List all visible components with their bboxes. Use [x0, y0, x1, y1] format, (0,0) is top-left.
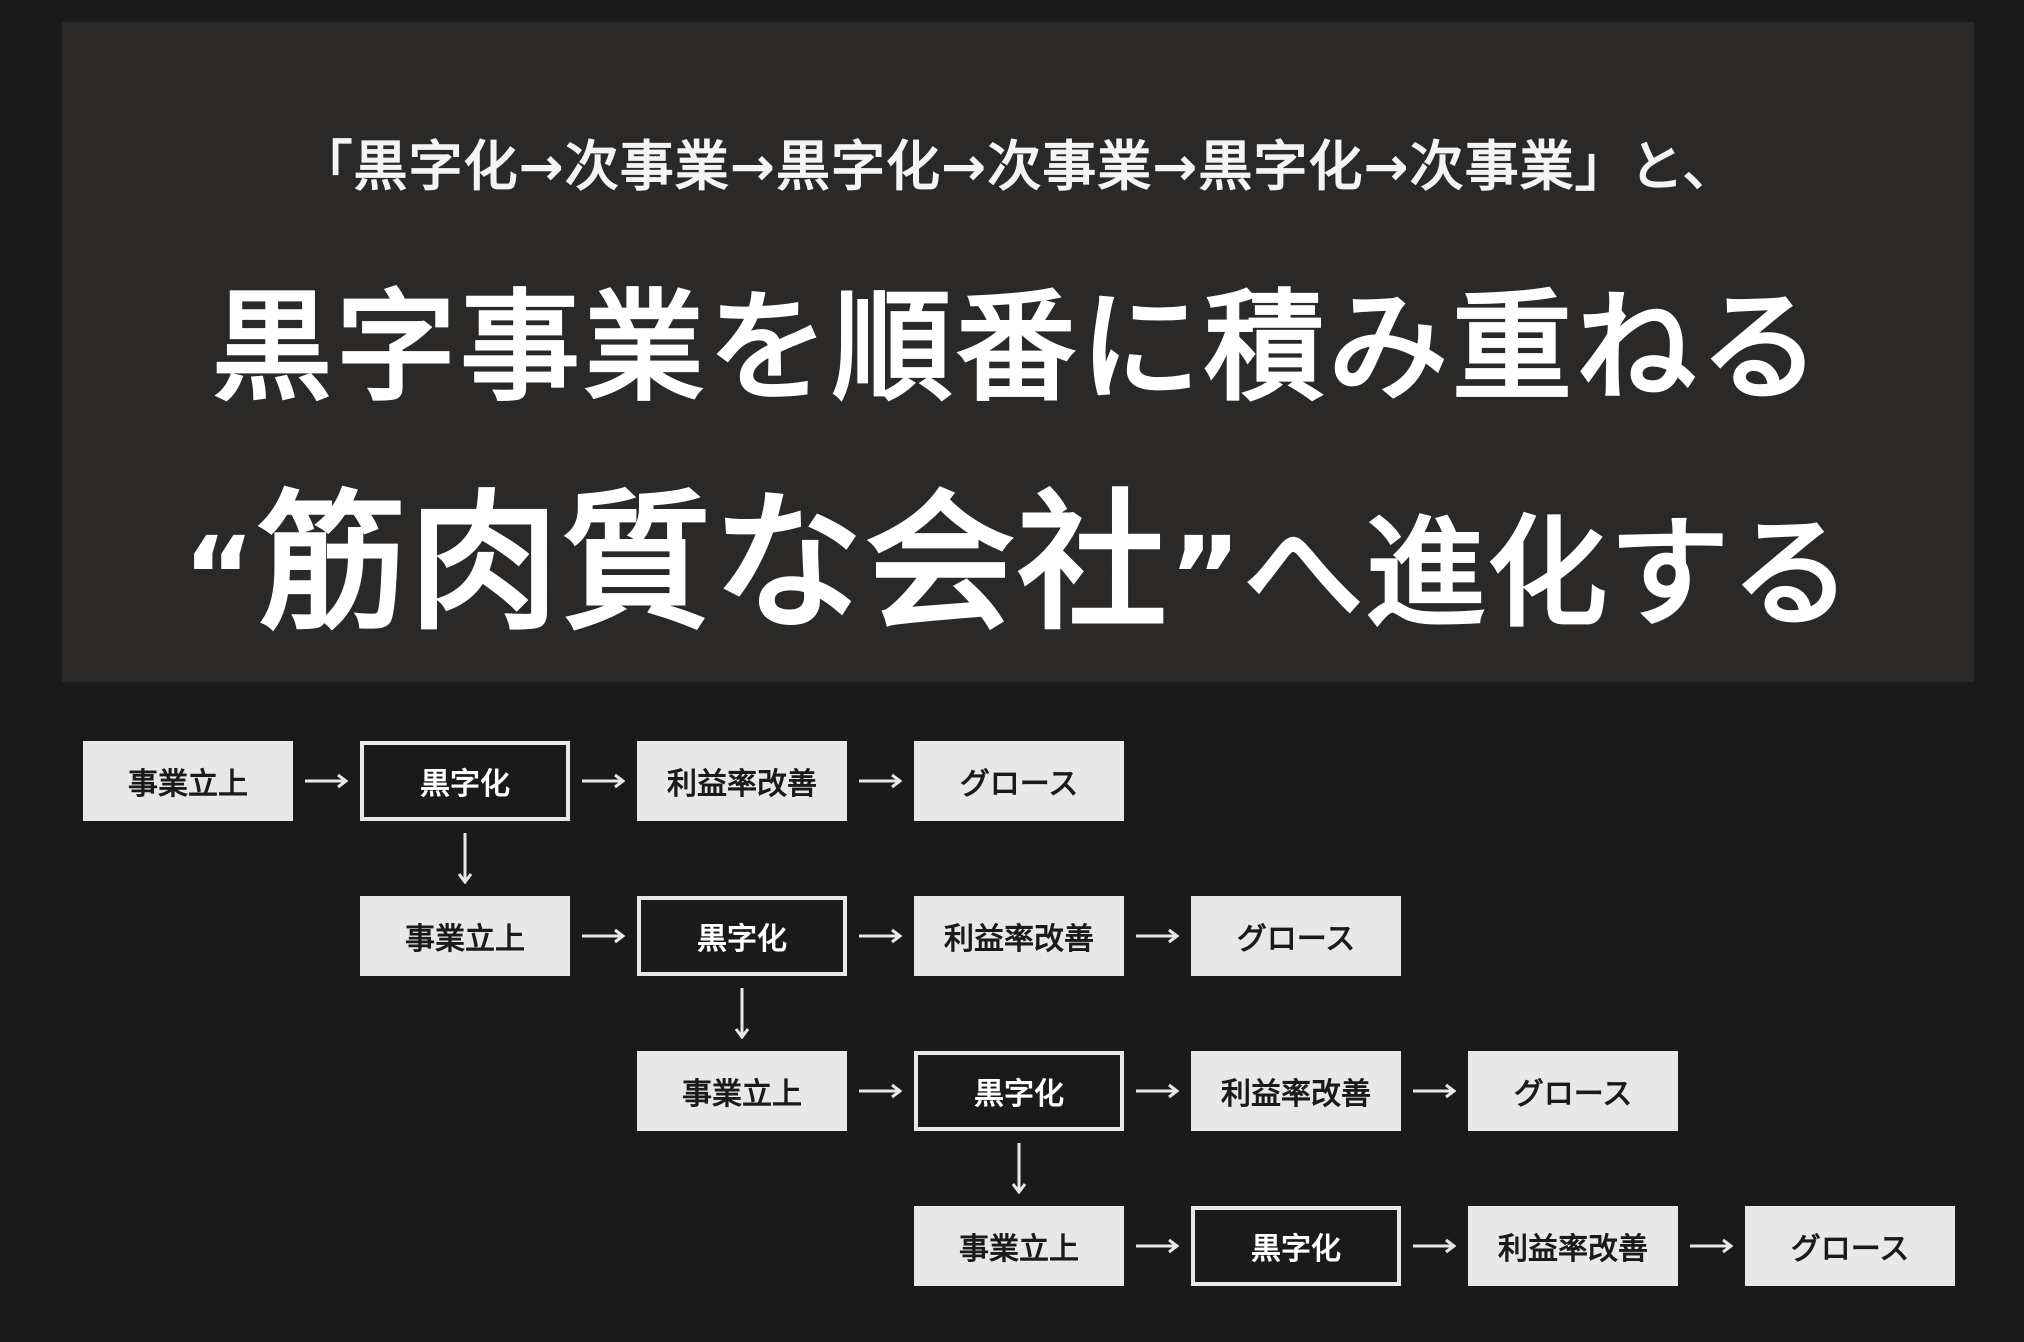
right-arrow-r2-s2: [859, 928, 902, 944]
down-arrow-r2: [734, 988, 750, 1039]
flow-step-r1-s4: グロース: [914, 741, 1124, 821]
flow-step-r3-s2: 黒字化: [914, 1051, 1124, 1131]
right-arrow-r4-s3: [1690, 1238, 1733, 1254]
flow-step-r3-s1: 事業立上: [637, 1051, 847, 1131]
flow-step-r4-s1: 事業立上: [914, 1206, 1124, 1286]
flow-step-r2-s3: 利益率改善: [914, 896, 1124, 976]
right-arrow-r3-s2: [1136, 1083, 1179, 1099]
right-arrow-r3-s1: [859, 1083, 902, 1099]
right-arrow-r1-s1: [305, 773, 348, 789]
right-arrow-r4-s1: [1136, 1238, 1179, 1254]
right-arrow-r4-s2: [1413, 1238, 1456, 1254]
flow-step-r1-s2: 黒字化: [360, 741, 570, 821]
flow-step-r4-s3: 利益率改善: [1468, 1206, 1678, 1286]
headline-rest: へ進化する: [1243, 505, 1854, 644]
subtitle: 「黒字化→次事業→黒字化→次事業→黒字化→次事業」と、: [298, 135, 1738, 198]
close-quote: ”: [1169, 513, 1244, 641]
headline-line-1: 黒字事業を順番に積み重ねる: [212, 279, 1824, 418]
flow-step-r3-s4: グロース: [1468, 1051, 1678, 1131]
flow-step-r1-s3: 利益率改善: [637, 741, 847, 821]
open-quote: “: [182, 513, 257, 641]
right-arrow-r1-s2: [582, 773, 625, 789]
right-arrow-r3-s3: [1413, 1083, 1456, 1099]
flow-step-r2-s4: グロース: [1191, 896, 1401, 976]
right-arrow-r2-s1: [582, 928, 625, 944]
down-arrow-r3: [1011, 1143, 1027, 1194]
headline-emphasis: 筋肉質な会社: [256, 477, 1169, 651]
flow-step-r4-s2: 黒字化: [1191, 1206, 1401, 1286]
right-arrow-r1-s3: [859, 773, 902, 789]
headline-banner: 「黒字化→次事業→黒字化→次事業→黒字化→次事業」と、 黒字事業を順番に積み重ね…: [62, 22, 1974, 682]
flow-step-r2-s1: 事業立上: [360, 896, 570, 976]
flow-step-r4-s4: グロース: [1745, 1206, 1955, 1286]
flow-step-r3-s3: 利益率改善: [1191, 1051, 1401, 1131]
headline-line-2: “筋肉質な会社”へ進化する: [62, 442, 1974, 659]
flow-step-r1-s1: 事業立上: [83, 741, 293, 821]
flow-step-r2-s2: 黒字化: [637, 896, 847, 976]
right-arrow-r2-s3: [1136, 928, 1179, 944]
down-arrow-r1: [457, 833, 473, 884]
